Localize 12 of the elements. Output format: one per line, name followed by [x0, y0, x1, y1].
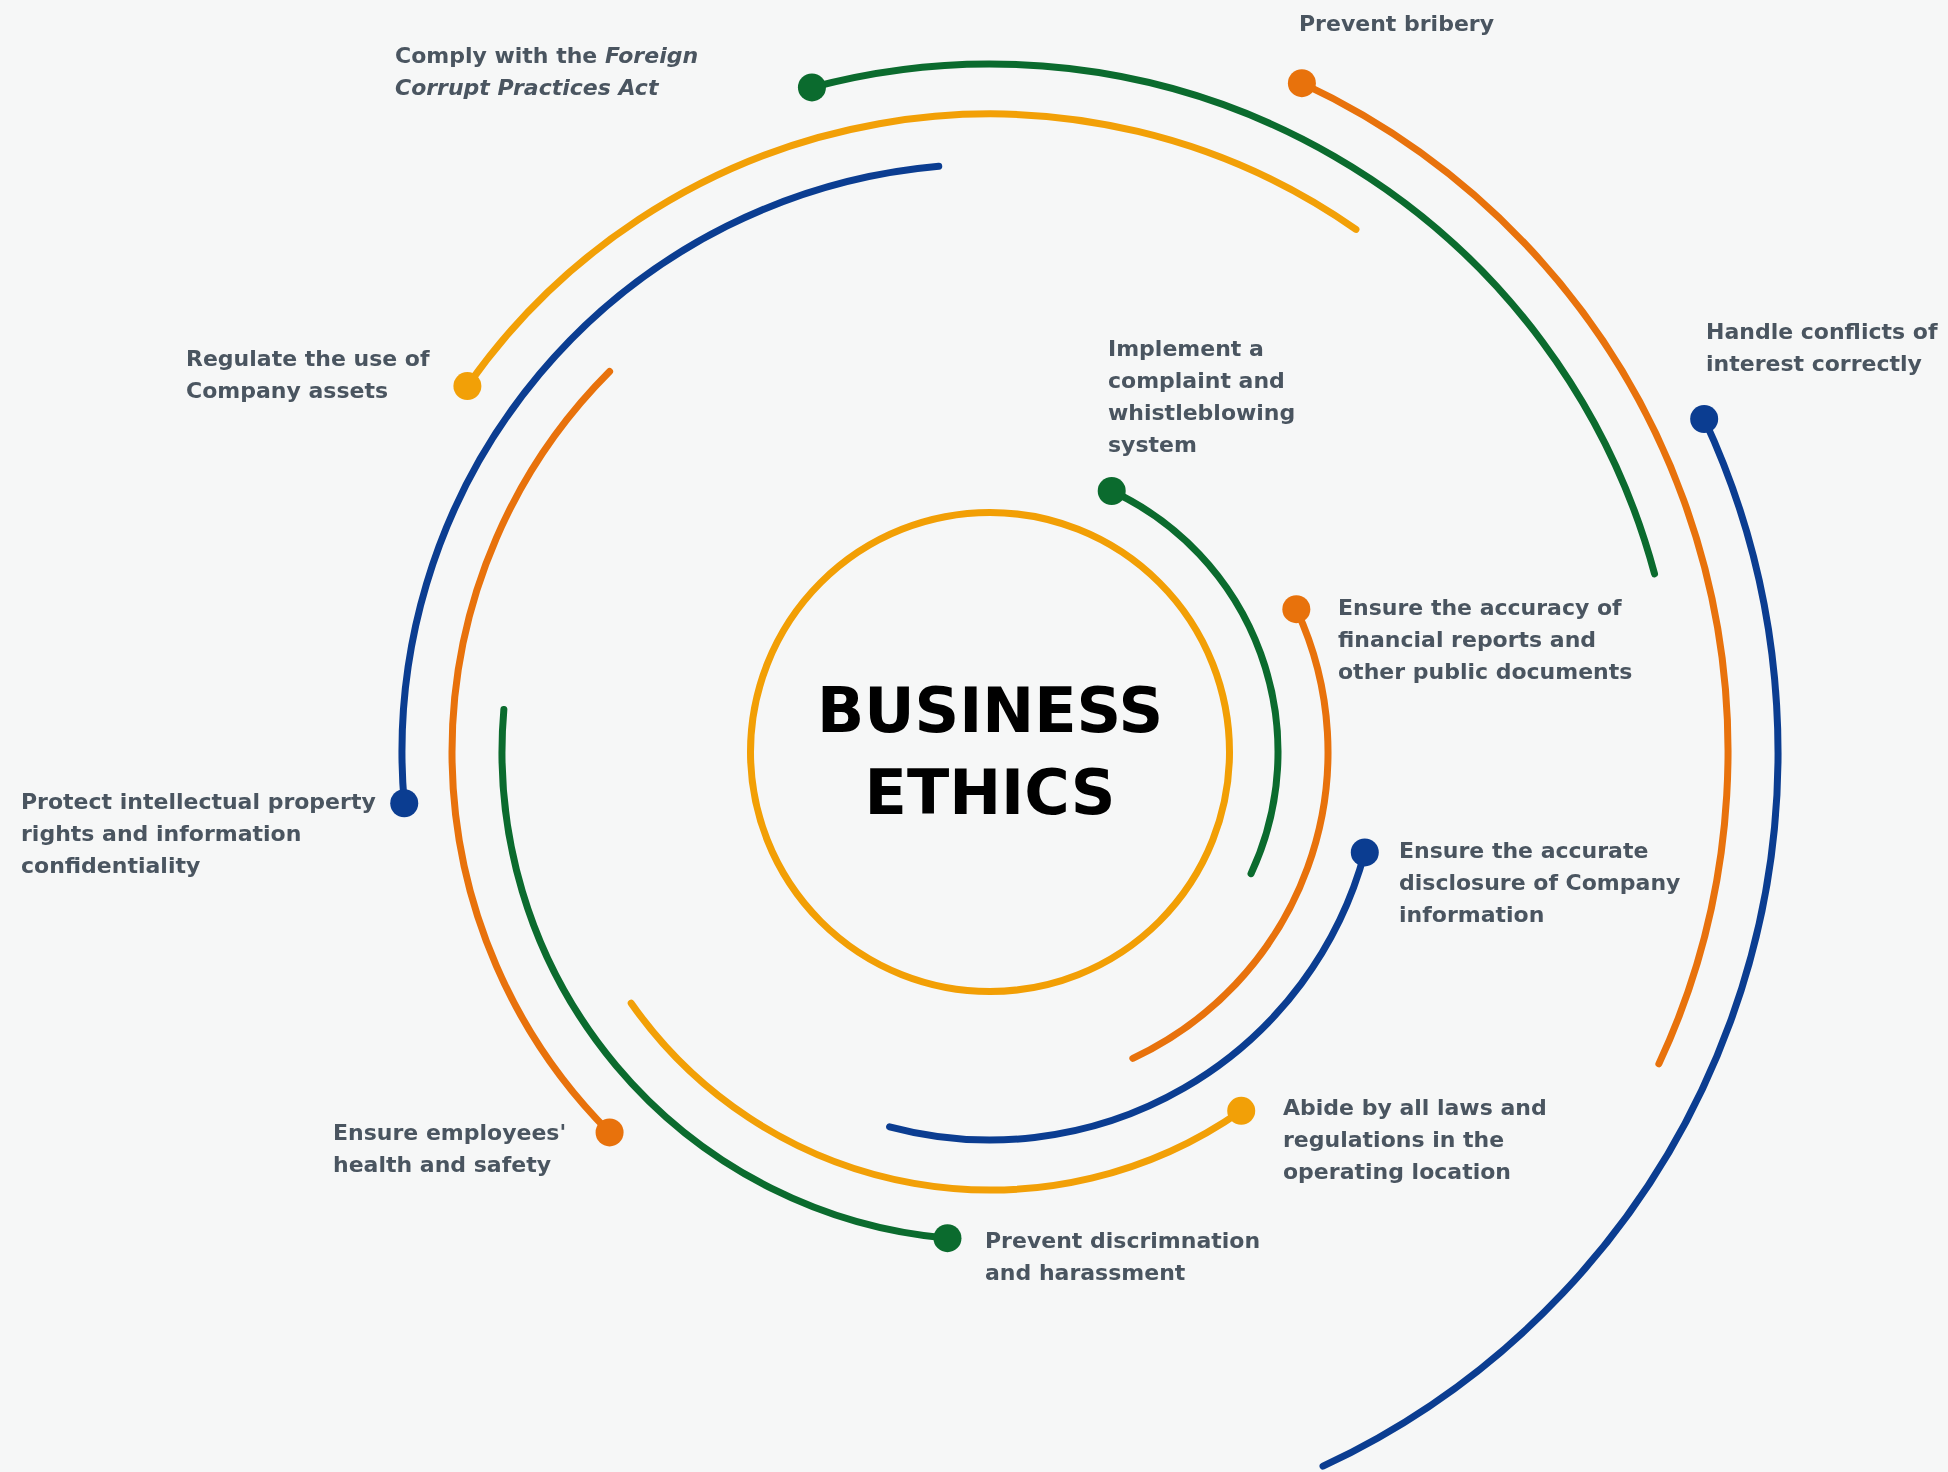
- goal-label: Ensure the accuracy of financial reports and other public documents: [1338, 594, 1634, 686]
- goal-label: Handle conflicts of interest correctly: [1706, 318, 1939, 378]
- goal-label: Protect intellectual property rights and information confidentiality: [21, 788, 377, 880]
- goal-label: Abide by all laws and regulations in the operating location: [1283, 1094, 1548, 1186]
- goal-label: Regulate the use of Company assets: [186, 345, 431, 405]
- goal-label: Comply with the Foreign Corrupt Practices Act: [395, 42, 700, 102]
- goal-label: Ensure employees' health and safety: [333, 1119, 568, 1179]
- center-title: BUSINESS ETHICS: [815, 673, 1165, 831]
- goal-label: Implement a complaint and whistleblowing system: [1108, 335, 1297, 459]
- goal-label: Prevent discrimnation and harassment: [985, 1227, 1262, 1287]
- goal-label: Prevent bribery: [1299, 10, 1495, 38]
- goal-label: Ensure the accurate disclosure of Company information: [1399, 837, 1682, 929]
